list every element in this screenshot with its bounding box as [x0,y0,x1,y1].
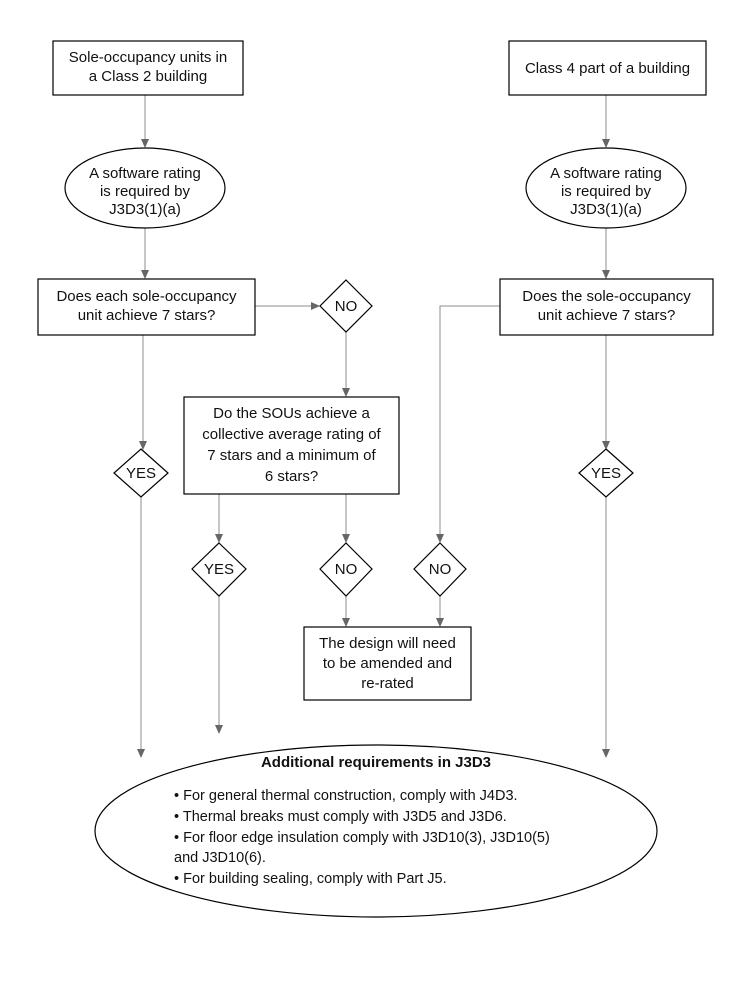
arrowhead [436,618,444,627]
node-text-line: unit achieve 7 stars? [538,307,676,324]
software-rating-left-node: A software rating is required by J3D3(1)… [64,147,226,229]
decision-yes-left: YES [113,448,169,498]
decision-no-right-middle: NO [413,542,467,597]
requirement-line: • For floor edge insulation comply with … [174,830,550,846]
node-text-line: 6 stars? [265,468,318,485]
requirement-line: • Thermal breaks must comply with J3D5 a… [174,809,507,825]
decision-no-middle: NO [319,542,373,597]
node-text-line: The design will need [319,635,456,652]
arrowhead [215,725,223,734]
the-sou-question-node: Does the sole-occupancy unit achieve 7 s… [499,278,714,336]
decision-no-top: NO [319,279,373,333]
arrowhead [311,302,320,310]
node-text-line: Does the sole-occupancy [522,288,691,305]
connector-question-right-to-no [439,305,500,534]
each-sou-question-node: Does each sole-occupancy unit achieve 7 … [37,278,256,336]
requirement-line: • For general thermal construction, comp… [174,788,518,804]
arrowhead [602,441,610,450]
arrowhead [141,270,149,279]
software-rating-right-node: A software rating is required by J3D3(1)… [525,147,687,229]
additional-requirements-title: Additional requirements in J3D3 [261,754,491,771]
arrowhead [602,270,610,279]
class4-start-node: Class 4 part of a building [508,40,707,96]
decision-label: NO [335,561,358,578]
additional-requirements-node: Additional requirements in J3D3 • For ge… [94,744,658,918]
decision-label: YES [591,465,621,482]
node-text-line: to be amended and [323,655,452,672]
decision-label: NO [335,298,358,315]
decision-label: YES [126,465,156,482]
node-text-line: re-rated [361,675,414,692]
node-text-line: A software rating [89,165,201,182]
arrowhead [602,139,610,148]
arrowhead [141,139,149,148]
node-text-line: unit achieve 7 stars? [78,307,216,324]
collective-rating-question-node: Do the SOUs achieve a collective average… [183,396,400,495]
arrowhead [342,618,350,627]
node-text-line: 7 stars and a minimum of [207,447,376,464]
arrowhead [436,534,444,543]
arrowhead [602,749,610,758]
node-text-line: J3D3(1)(a) [109,201,181,218]
decision-label: NO [429,561,452,578]
class2-start-node: Sole-occupancy units in a Class 2 buildi… [52,40,244,96]
node-text-line: Does each sole-occupancy [56,288,237,305]
node-text-line: Class 4 part of a building [525,60,690,77]
decision-label: YES [204,561,234,578]
node-text-line: is required by [561,183,652,200]
arrowhead [137,749,145,758]
node-text-line: J3D3(1)(a) [570,201,642,218]
requirement-line: • For building sealing, comply with Part… [174,871,447,887]
requirement-line: and J3D10(6). [174,850,266,866]
arrowhead [215,534,223,543]
decision-yes-middle: YES [191,542,247,597]
connectors [137,95,610,758]
node-text-line: Do the SOUs achieve a [213,405,370,422]
node-text-line: A software rating [550,165,662,182]
decision-yes-right: YES [578,448,634,498]
arrowhead [139,441,147,450]
node-text-line: a Class 2 building [89,68,207,85]
arrowhead [342,534,350,543]
node-text-line: collective average rating of [202,426,381,443]
node-text-line: is required by [100,183,191,200]
amend-design-node: The design will need to be amended and r… [303,626,472,701]
arrowhead [342,388,350,397]
node-text-line: Sole-occupancy units in [69,49,227,66]
